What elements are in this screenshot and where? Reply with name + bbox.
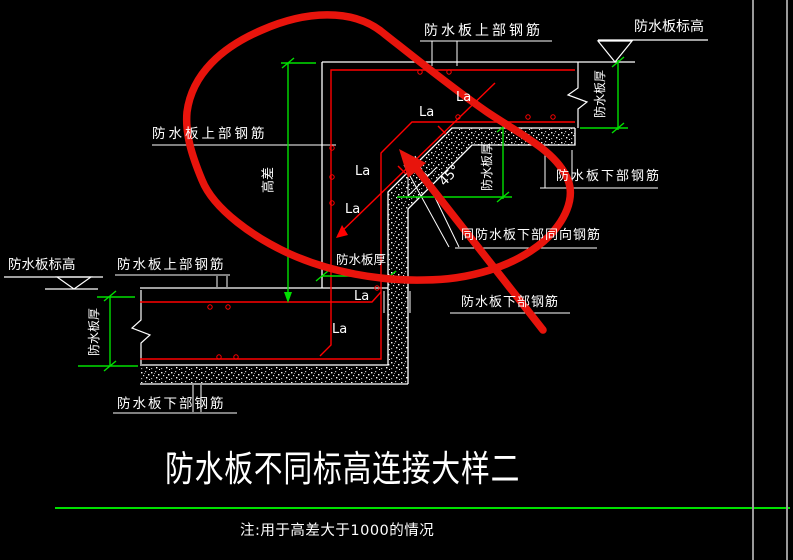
annotation-arrow-head — [399, 149, 426, 178]
drawing-title: 防水板不同标高连接大样二 — [165, 449, 521, 490]
label-bottom-rebar-step: 防水板下部钢筋 — [461, 295, 560, 310]
dimension-arrows — [284, 292, 292, 303]
rebar-section-dots — [207, 69, 556, 360]
label-top-rebar-step: 防水板上部钢筋 — [152, 126, 268, 142]
hand-annotation — [182, 11, 575, 334]
concrete-hatch — [141, 128, 575, 383]
label-level-lower: 防水板标高 — [8, 257, 76, 273]
annotation-ellipse — [182, 11, 575, 284]
label-la-1: La — [456, 90, 472, 105]
label-bottom-rebar-upper: 防水板下部钢筋 — [556, 169, 662, 184]
label-bottom-rebar-lower: 防水板下部钢筋 — [117, 396, 226, 412]
viewport-edge-lines — [752, 0, 788, 560]
label-same-direction-note: 同防水板下部同向钢筋 — [461, 228, 602, 243]
slab-outline — [140, 61, 635, 385]
label-leaders — [113, 40, 658, 414]
label-la-6: La — [332, 322, 348, 337]
label-level-upper: 防水板标高 — [634, 19, 704, 35]
break-symbol — [130, 62, 589, 364]
label-top-rebar-upper: 防水板上部钢筋 — [424, 23, 543, 39]
label-height-difference: 高差 — [261, 166, 277, 194]
label-la-2: La — [419, 105, 435, 120]
label-thickness-incline: 防水板厚 — [480, 142, 494, 192]
label-la-5: La — [354, 289, 370, 304]
label-la-3: La — [355, 164, 371, 179]
label-thickness-upper: 防水板厚 — [593, 69, 607, 119]
label-la-4: La — [345, 202, 361, 217]
label-top-rebar-lower: 防水板上部钢筋 — [117, 257, 226, 273]
level-marker — [4, 39, 708, 290]
rebar-end-hooks — [336, 225, 348, 238]
label-thickness-lower: 防水板厚 — [87, 307, 101, 357]
drawing-note: 注:用于高差大于1000的情况 — [240, 523, 435, 539]
label-thickness-step: 防水板厚 — [336, 252, 387, 267]
annotation-arrow-shaft — [412, 164, 547, 334]
